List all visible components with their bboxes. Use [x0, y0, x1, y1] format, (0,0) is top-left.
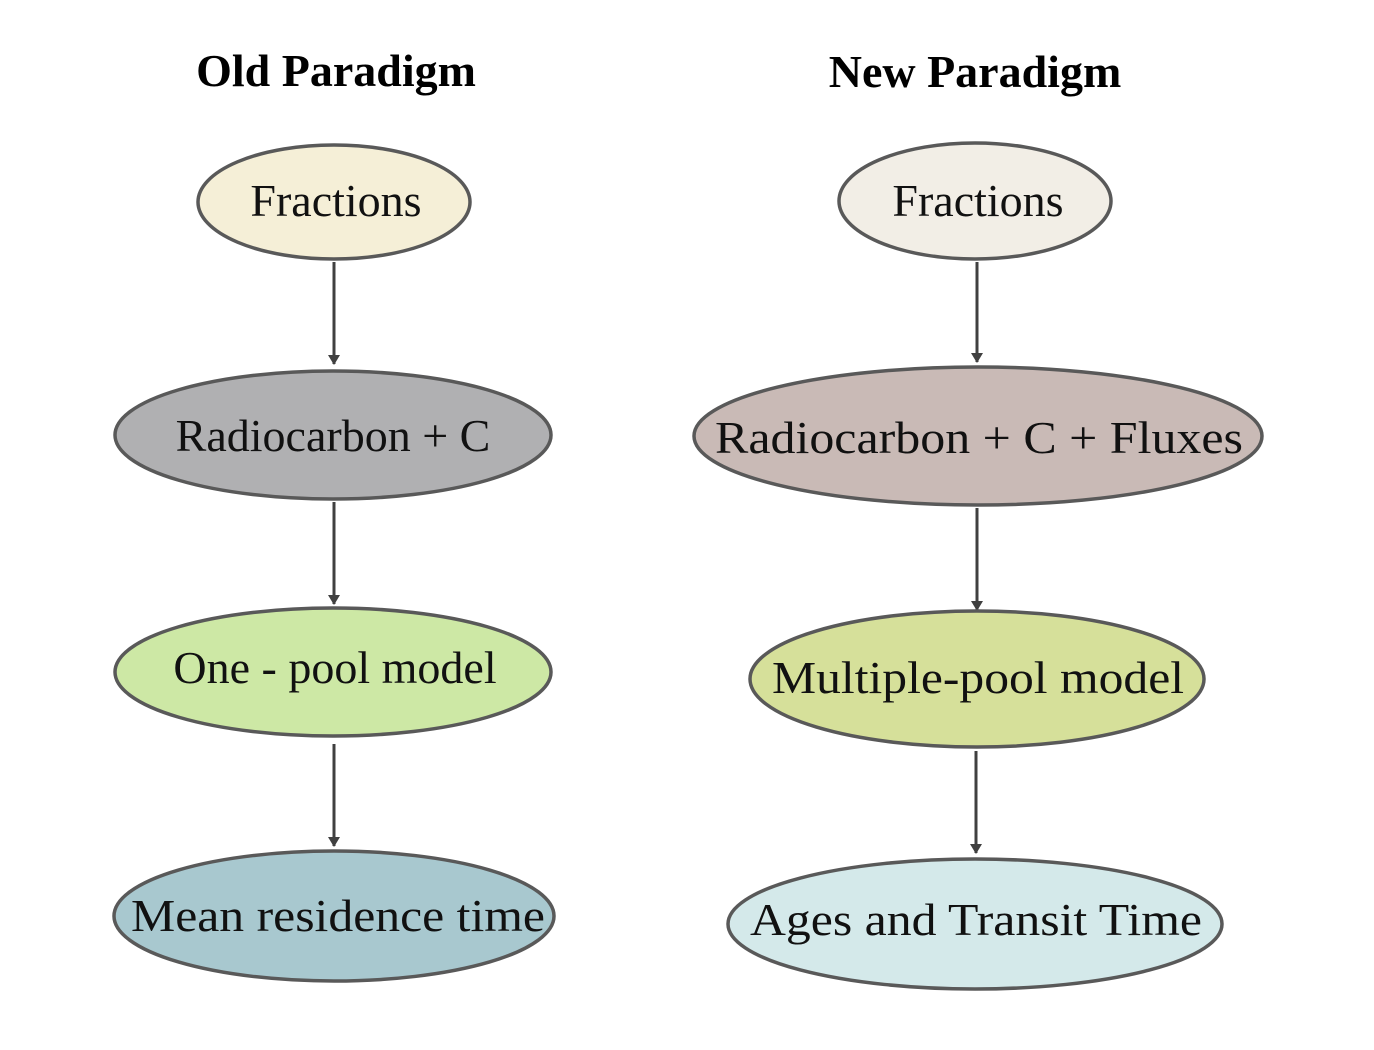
old-radiocarbon-ellipse [113, 369, 553, 501]
new-fractions-ellipse [837, 141, 1113, 261]
old-paradigm-column: Old Paradigm Fractions Radiocarbon + C O… [112, 45, 556, 983]
old-fractions-label: Fractions [250, 175, 421, 226]
new-fractions-label: Fractions [892, 175, 1063, 226]
old-one-pool-node: One - pool model [113, 606, 553, 738]
new-multiple-pool-ellipse [748, 609, 1206, 749]
old-radiocarbon-node: Radiocarbon + C [113, 369, 553, 501]
new-ages-transit-node: Ages and Transit Time [726, 857, 1224, 991]
new-paradigm-heading: New Paradigm [829, 46, 1122, 97]
old-mean-residence-label: Mean residence time [131, 890, 545, 941]
old-mean-residence-node: Mean residence time [112, 849, 556, 983]
new-ages-transit-label: Ages and Transit Time [750, 894, 1202, 945]
new-radiocarbon-ellipse [692, 365, 1264, 507]
old-mean-residence-ellipse [112, 849, 556, 983]
new-multiple-pool-label: Multiple-pool model [772, 652, 1184, 703]
new-fractions-node: Fractions [837, 141, 1113, 261]
new-radiocarbon-label: Radiocarbon + C + Fluxes [715, 412, 1243, 463]
new-multiple-pool-node: Multiple-pool model [748, 609, 1206, 749]
old-radiocarbon-label: Radiocarbon + C [176, 410, 491, 461]
old-fractions-node: Fractions [196, 143, 472, 261]
new-radiocarbon-node: Radiocarbon + C + Fluxes [692, 365, 1264, 507]
new-ages-transit-ellipse [726, 857, 1224, 991]
old-one-pool-ellipse [113, 606, 553, 738]
old-paradigm-heading: Old Paradigm [196, 45, 476, 96]
new-paradigm-column: New Paradigm Fractions Radiocarbon + C +… [692, 46, 1264, 991]
old-fractions-ellipse [196, 143, 472, 261]
old-one-pool-label: One - pool model [173, 642, 496, 693]
